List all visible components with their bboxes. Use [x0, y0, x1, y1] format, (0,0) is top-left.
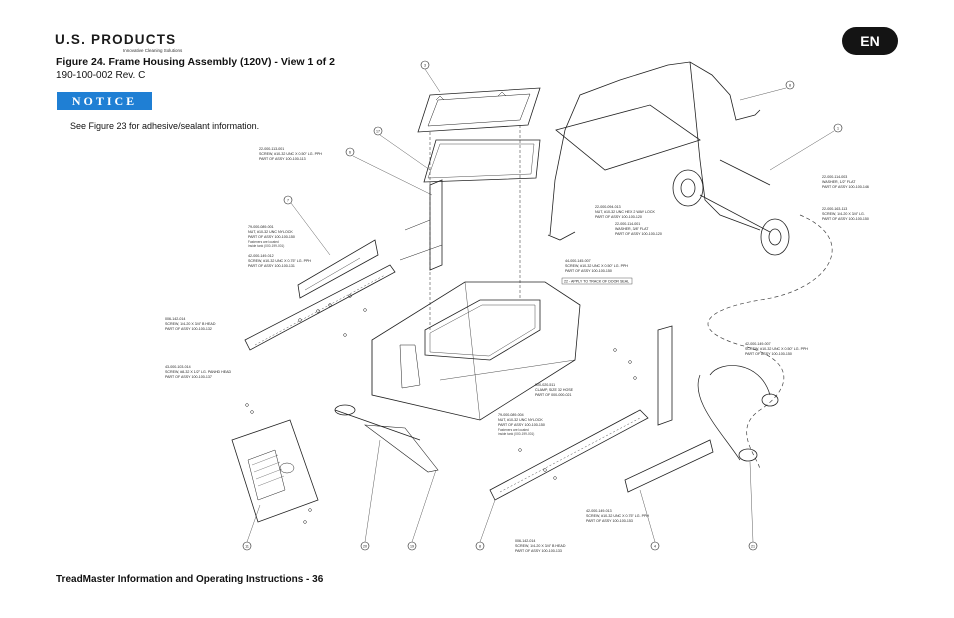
callout-note: inside tank (000-199-001): [498, 432, 534, 436]
callout-text: SCREW, #10-32 UNC X 0.75" LG. PPH: [248, 259, 311, 263]
callout-c12: 42-000-149-007 SCREW, #10-32 UNC X 0.50"…: [745, 342, 808, 356]
callout-text: 79-000-089-001: [248, 225, 274, 229]
callout-note: Fasteners are located: [248, 240, 279, 244]
item-number: 1: [837, 126, 839, 130]
item-number: 11: [245, 544, 249, 548]
callout-text: 22-000-094-013: [595, 205, 621, 209]
callout-text: 22-000-114-003: [822, 175, 847, 179]
callout-c14: 79-000-089-004 NUT, #10-32 UNC NYLOCK PA…: [498, 413, 545, 436]
callout-text: 44-000-145-007: [565, 259, 591, 263]
callout-c6: 44-000-145-007 SCREW, #10-32 UNC X 0.50"…: [565, 259, 628, 273]
callout-text: 42-000-149-013: [586, 509, 612, 513]
callout-c13: 000-020-511 CLAMP, SIZE 32 HOSE PART OF …: [535, 383, 574, 397]
item-number: 8: [479, 544, 481, 548]
callout-text: 22-000-113-001: [259, 147, 284, 151]
callout-c10: 22-000-114-003 WASHER, 1/2" FLAT PART OF…: [822, 175, 869, 189]
callout-text: PART OF ASSY 100-100-131: [248, 264, 295, 268]
callout-text: 006-142-014: [165, 317, 185, 321]
callout-c11: 22-000-163-113 SCREW, 1/4-20 X 3/4" LG. …: [822, 207, 869, 221]
callout-text: PART OF ASSY 100-100-150: [745, 352, 792, 356]
item-number: 8: [789, 83, 791, 87]
item-balloon: [373, 126, 383, 136]
item-number: 21: [751, 544, 755, 548]
item-number: 17: [376, 129, 380, 133]
item-number: 6: [349, 150, 351, 154]
callout-c3: 42-000-149-012 SCREW, #10-32 UNC X 0.75"…: [248, 254, 311, 268]
callout-text: PART OF ASSY 100-100-113: [259, 157, 306, 161]
company-logo: U.S. PRODUCTS Innovative Cleaning Soluti…: [55, 30, 215, 54]
callout-c2: 79-000-089-001 NUT, #10-32 UNC NYLOCK PA…: [248, 225, 295, 248]
item-balloon: [833, 123, 843, 133]
callout-c15: 42-000-149-013 SCREW, #10-32 UNC X 0.75"…: [586, 509, 649, 523]
item-number: 19: [410, 544, 414, 548]
callout-text: SCREW, #10-32 UNC X 0.50" LG. PPH: [259, 152, 322, 156]
callout-text: NUT, #10-32 UNC HEX 2 WAY LOCK: [595, 210, 655, 214]
notice-banner: NOTICE: [57, 92, 152, 110]
callout-c8: 22-000-094-013 NUT, #10-32 UNC HEX 2 WAY…: [595, 205, 655, 219]
callout-text: PART OF ASSY 100-100-153: [586, 519, 633, 523]
callout-text: SCREW, #10-32 UNC X 0.75" LG. PPH: [586, 514, 649, 518]
figure-revision: 190-100-002 Rev. C: [56, 70, 146, 81]
callout-text: PART OF ASSY 100-100-120: [615, 232, 662, 236]
callout-text: 42-000-149-007: [745, 342, 771, 346]
callout-text: PART OF ASSY 100-100-150: [565, 269, 612, 273]
callout-text: 006-142-014: [515, 539, 535, 543]
callout-c7: 22 - APPLY TO TRACK OF DOOR SEAL: [561, 277, 633, 285]
callout-text: PART OF ASSY 100-100-146: [822, 185, 869, 189]
callout-text: PART OF 000-000-021: [535, 393, 572, 397]
item-number: 4: [654, 544, 656, 548]
page-footer: TreadMaster Information and Operating In…: [56, 574, 324, 585]
item-balloon: [345, 147, 355, 157]
callout-text: SCREW, #10-32 UNC X 0.50" LG. PPH: [745, 347, 808, 351]
callout-text: 43-000-103-014: [165, 365, 191, 369]
callout-text: 22 - APPLY TO TRACK OF DOOR SEAL: [564, 280, 629, 284]
logo-text: U.S. PRODUCTS: [55, 32, 177, 47]
callout-text: 22-000-114-001: [615, 222, 640, 226]
callout-text: PART OF ASSY 100-100-150: [498, 423, 545, 427]
callout-c16: 006-142-014 SCREW, 1/4-20 X 3/4" B HEAD …: [515, 539, 566, 553]
callout-text: 42-000-149-012: [248, 254, 274, 258]
callout-text: SCREW, 1/4-20 X 3/4" B HEAD: [165, 322, 216, 326]
figure-title: Figure 24. Frame Housing Assembly (120V)…: [56, 56, 335, 68]
notice-text: See Figure 23 for adhesive/sealant infor…: [70, 121, 260, 131]
callout-c9: 22-000-114-001 WASHER, 3/8" FLAT PART OF…: [615, 222, 662, 236]
item-balloon: [283, 195, 293, 205]
callout-text: PART OF ASSY 100-100-120: [595, 215, 642, 219]
callout-c1: 22-000-113-001 SCREW, #10-32 UNC X 0.50"…: [259, 147, 322, 161]
callout-text: 79-000-089-004: [498, 413, 524, 417]
callout-c4: 006-142-014 SCREW, 1/4-20 X 3/4" B HEAD …: [165, 317, 216, 331]
callout-text: PART OF ASSY 100-100-137: [165, 375, 212, 379]
callout-text: PART OF ASSY 100-100-150: [248, 235, 295, 239]
callout-text: SCREW, #10-32 UNC X 0.50" LG. PPH: [565, 264, 628, 268]
callout-note: inside tank (000-199-001): [248, 244, 284, 248]
item-number: 20: [363, 544, 367, 548]
callout-text: PART OF ASSY 100-100-133: [515, 549, 562, 553]
callout-text: WASHER, 3/8" FLAT: [615, 227, 649, 231]
callout-text: CLAMP, SIZE 32 HOSE: [535, 388, 574, 392]
callout-note: Fasteners are located: [498, 428, 529, 432]
item-balloon: [785, 80, 795, 90]
callout-text: PART OF ASSY 100-100-150: [822, 217, 869, 221]
language-badge: EN: [842, 27, 898, 55]
callout-text: NUT, #10-32 UNC NYLOCK: [248, 230, 293, 234]
callout-text: SCREW, 1/4-20 X 3/4" LG.: [822, 212, 865, 216]
item-number: 3: [424, 63, 426, 67]
callout-text: SCREW, #8-32 X 1/2" LG. PANHD HEAD: [165, 370, 232, 374]
callout-text: NUT, #10-32 UNC NYLOCK: [498, 418, 543, 422]
callout-text: PART OF ASSY 100-100-132: [165, 327, 212, 331]
callout-c5: 43-000-103-014 SCREW, #8-32 X 1/2" LG. P…: [165, 365, 232, 379]
logo-tagline: Innovative Cleaning Solutions: [123, 48, 183, 53]
callout-text: SCREW, 1/4-20 X 3/4" B HEAD: [515, 544, 566, 548]
item-number: 7: [287, 198, 289, 202]
callout-text: 000-020-511: [535, 383, 555, 387]
callout-text: 22-000-163-113: [822, 207, 847, 211]
callout-text: WASHER, 1/2" FLAT: [822, 180, 856, 184]
